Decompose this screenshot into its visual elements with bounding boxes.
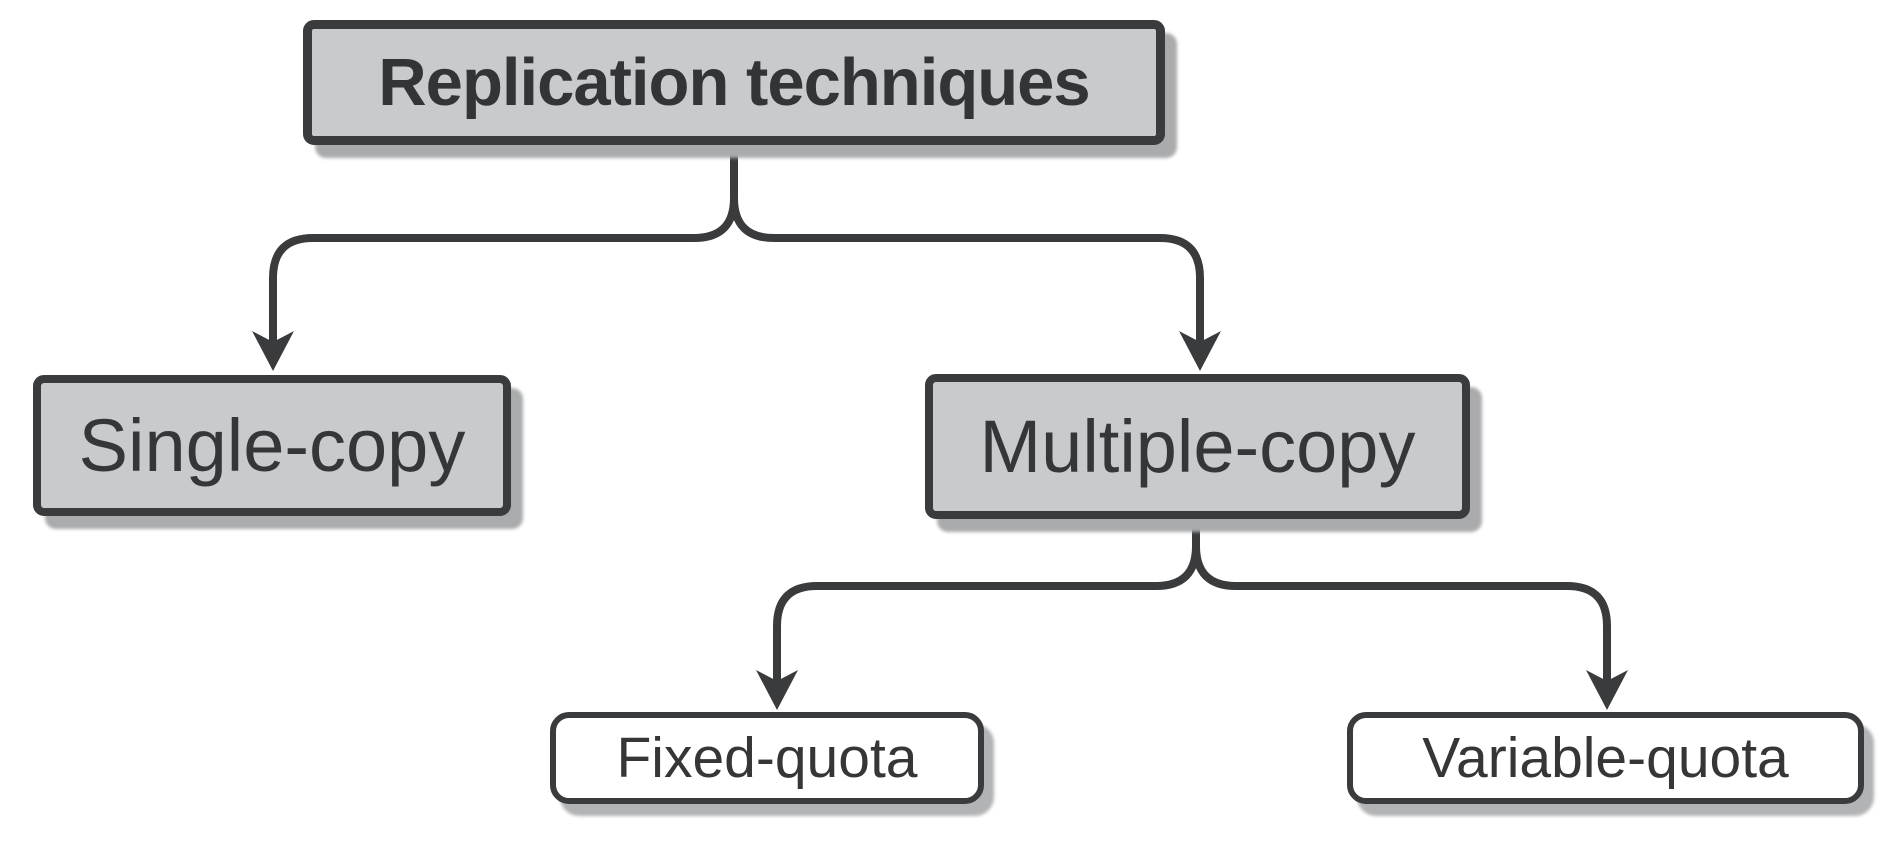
node-fixed-quota: Fixed-quota [550,712,984,804]
arrowhead-to-single-icon [252,331,294,371]
edge-multiple-to-fixed [773,545,1200,684]
edge-root-to-single [269,197,738,345]
edge-multiple-to-variable [1192,545,1611,684]
node-variable-quota-label: Variable-quota [1422,725,1789,790]
node-fixed-quota-label: Fixed-quota [616,725,918,790]
arrowhead-to-fixed-icon [756,670,798,710]
arrowhead-to-multiple-icon [1179,331,1221,371]
node-replication-techniques-label: Replication techniques [378,45,1090,120]
node-single-copy: Single-copy [33,375,511,516]
node-single-copy-label: Single-copy [78,403,466,487]
node-multiple-copy: Multiple-copy [925,374,1470,519]
node-variable-quota: Variable-quota [1347,712,1864,804]
node-replication-techniques: Replication techniques [303,20,1165,145]
edge-root-to-multiple [730,197,1204,345]
arrowhead-to-variable-icon [1586,670,1628,710]
node-multiple-copy-label: Multiple-copy [979,404,1416,488]
